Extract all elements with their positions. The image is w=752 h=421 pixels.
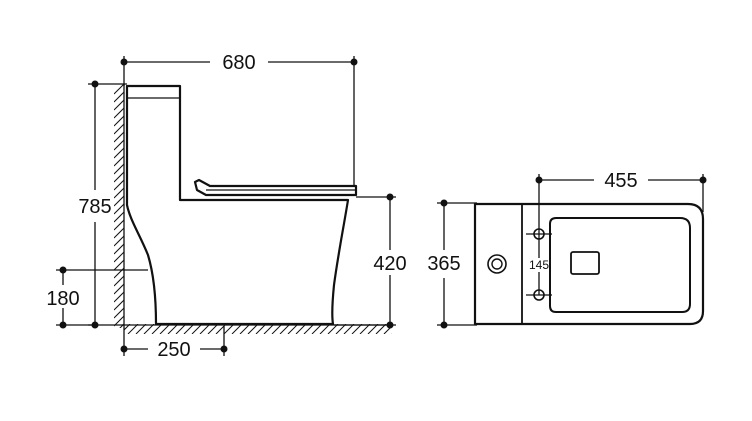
dimension-label-145: 145 [529,258,549,272]
hatch-line [191,324,203,334]
dimension-145: 145 [529,234,549,295]
hatch-line [114,299,124,311]
dimension-label-455: 455 [604,170,637,192]
dimension-label-680: 680 [222,52,255,74]
hatch-line [335,324,347,334]
hatch-line [114,131,124,143]
hatch-line [135,324,147,334]
hatch-line [114,155,124,167]
hatch-line [143,324,155,334]
hatch-line [114,115,124,127]
top-view: 145 455 365 [427,170,707,329]
floor-hatch [124,324,392,334]
hatch-line [343,324,355,334]
hatch-line [114,259,124,271]
hatch-line [287,324,299,334]
hatch-line [247,324,259,334]
hatch-line [114,147,124,159]
hatch-line [114,251,124,263]
hatch-line [151,324,163,334]
dimension-label-180: 180 [46,288,79,310]
toilet-top-outline [473,202,705,326]
hatch-line [114,91,124,103]
hatch-line [207,324,219,334]
hatch-line [127,324,139,334]
flush-button-inner [491,258,503,270]
dimension-680: 680 [120,52,358,186]
drain-outlet [570,251,600,275]
hatch-line [215,324,227,334]
hatch-line [119,323,124,328]
hatch-line [114,283,124,295]
hatch-line [114,107,124,119]
hatch-line [327,324,339,334]
hatch-line [183,324,195,334]
dimension-label-420: 420 [373,253,406,275]
dimension-label-365: 365 [427,253,460,275]
hatch-line [114,211,124,223]
dimension-250: 250 [120,326,228,361]
hatch-line [114,187,124,199]
hatch-line [319,324,331,334]
hatch-line [114,163,124,175]
bowl-inner-rim [549,217,691,313]
hatch-line [167,324,179,334]
dimension-420: 420 [334,193,407,329]
hatch-line [124,324,131,331]
hatch-line [367,324,379,334]
dimension-180: 180 [46,266,148,329]
hatch-line [359,324,371,334]
hatch-line [231,324,243,334]
toilet-seat [193,178,358,197]
hatch-line [114,332,124,342]
hatch-line [255,324,267,334]
hatch-line [263,324,275,334]
hatch-line [303,324,315,334]
hatch-line [114,315,124,327]
flush-button-icon [487,254,507,274]
hatch-line [311,324,323,334]
dimension-785: 785 [78,80,127,329]
hatch-line [114,99,124,111]
hatch-line [375,324,387,334]
hatch-line [114,219,124,231]
side-view: 680 785 180 [46,52,406,361]
hatch-line [351,324,363,334]
hatch-line [114,235,124,247]
hatch-line [114,84,124,95]
hatch-line [114,307,124,319]
hatch-line [114,243,124,255]
hatch-line [175,324,187,334]
hatch-line [223,324,235,334]
hatch-line [271,324,283,334]
dimension-365: 365 [427,199,477,329]
wall-hatch [114,84,124,342]
hatch-line [114,123,124,135]
hatch-line [114,203,124,215]
hatch-line [114,195,124,207]
hatch-line [239,324,251,334]
hatch-line [279,324,291,334]
hatch-line [114,227,124,239]
hatch-line [114,275,124,287]
dimension-label-250: 250 [157,339,190,361]
hatch-line [114,171,124,183]
hatch-line [295,324,307,334]
toilet-side-outline [125,84,350,326]
hatch-line [114,139,124,151]
dimension-label-785: 785 [78,196,111,218]
hatch-line [114,291,124,303]
hatch-line [114,179,124,191]
hatch-line [159,324,171,334]
dimension-455: 455 [535,170,707,234]
hatch-line [383,325,392,334]
hatch-line [199,324,211,334]
